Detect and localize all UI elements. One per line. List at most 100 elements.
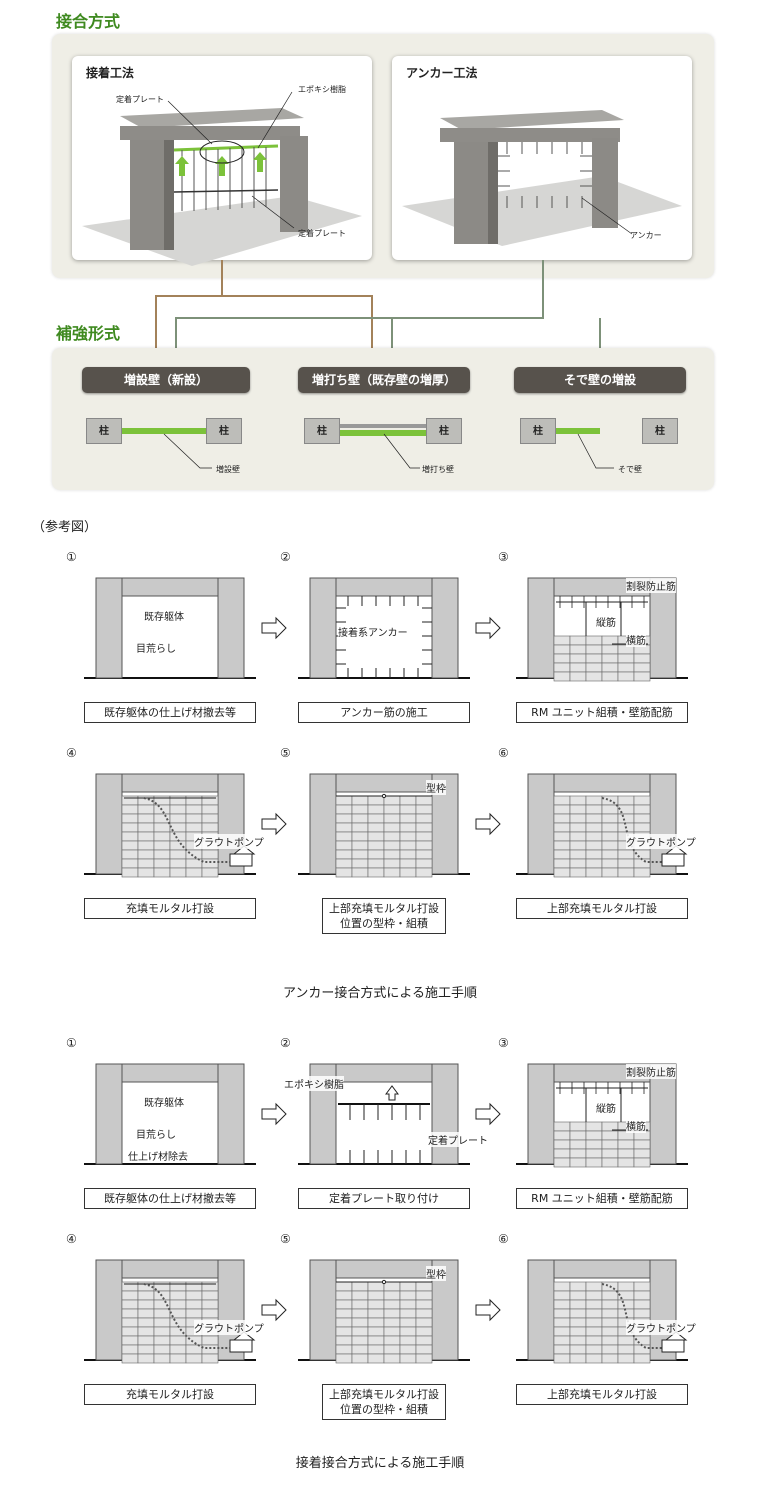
column-left-1: 柱 bbox=[86, 418, 122, 444]
adhesive_seq-step-2-diagram: エポキシ樹脂定着プレート bbox=[284, 1063, 488, 1168]
adhesive_seq-step-6-number: ⑥ bbox=[498, 1232, 509, 1246]
anchor_seq-step-3-drawing bbox=[516, 577, 688, 682]
anchor_seq-step-2-diagram: 接着系アンカー bbox=[298, 577, 470, 682]
anchor_seq-step-3-number: ③ bbox=[498, 550, 509, 564]
adhesive_seq-step-4-diagram: グラウトポンプ bbox=[84, 1259, 264, 1364]
adhesive_seq-step-3-label-2: 縦筋 bbox=[596, 1100, 616, 1115]
wing-wall-bar bbox=[556, 428, 600, 434]
adhesive_seq-step-5-diagram: 型枠 bbox=[298, 1259, 470, 1364]
adhesive_seq-step-2-label-2: 定着プレート bbox=[428, 1132, 488, 1147]
adhesive_seq-step-4-number: ④ bbox=[66, 1232, 77, 1246]
thicken-wall-note: 増打ち壁 bbox=[422, 465, 454, 474]
anchor_seq-step-5-label-1: 型枠 bbox=[426, 780, 446, 795]
reference-label: （参考図） bbox=[32, 520, 98, 535]
anchor_seq-step-3-diagram: 割裂防止筋縦筋横筋 bbox=[516, 577, 688, 682]
anchor_seq-step-3-label-2: 縦筋 bbox=[596, 614, 616, 629]
adhesive_seq-step-4-label-1: グラウトポンプ bbox=[194, 1320, 264, 1335]
anchor_seq-step-4-label-1: グラウトポンプ bbox=[194, 834, 264, 849]
anchor_seq-step-4-number: ④ bbox=[66, 746, 77, 760]
adhesive_seq-step-5-drawing bbox=[298, 1259, 470, 1364]
adhesive_seq-step-3-number: ③ bbox=[498, 1036, 509, 1050]
adhesive_seq-step-1-drawing bbox=[84, 1063, 256, 1165]
anchor_seq-step-3-caption: RM ユニット組積・壁筋配筋 bbox=[516, 702, 688, 723]
anchor_seq-step-5-caption: 上部充填モルタル打設位置の型枠・組積 bbox=[322, 898, 446, 934]
adhesive_seq-step-1-label-3: 仕上げ材除去 bbox=[128, 1148, 188, 1163]
anchor-method-title: アンカー工法 bbox=[406, 66, 478, 80]
adhesive_seq-step-4-caption: 充填モルタル打設 bbox=[84, 1384, 256, 1405]
adhesive_seq-arrow-4 bbox=[261, 1298, 287, 1322]
adhesive_seq-step-3-drawing bbox=[516, 1063, 688, 1168]
anchor-method-card: アンカー工法 アンカー bbox=[392, 56, 692, 260]
adhesive_seq-step-3-caption: RM ユニット組積・壁筋配筋 bbox=[516, 1188, 688, 1209]
adhesive_seq-step-1-label-2: 目荒らし bbox=[136, 1126, 176, 1141]
anchor_seq-step-1-label-1: 既存躯体 bbox=[144, 608, 184, 623]
adhesive_seq-step-1-caption: 既存躯体の仕上げ材撤去等 bbox=[84, 1188, 256, 1209]
anchor_seq-step-2-label-1: 接着系アンカー bbox=[338, 624, 408, 639]
anchor_seq-arrow-2 bbox=[475, 616, 501, 640]
adhesive_seq-step-4-drawing bbox=[84, 1259, 256, 1364]
adhesive_seq-step-1-number: ① bbox=[66, 1036, 77, 1050]
fixing-plate-label-2: 定着プレート bbox=[298, 229, 346, 238]
anchor_seq-step-1-diagram: 既存躯体目荒らし bbox=[84, 577, 256, 682]
adhesive-sequence-caption: 接着接合方式による施工手順 bbox=[295, 1456, 465, 1471]
column-right-2: 柱 bbox=[426, 418, 462, 444]
adhesive_seq-step-6-drawing bbox=[516, 1259, 688, 1364]
anchor_seq-arrow-1 bbox=[261, 616, 287, 640]
fixing-plate-label: 定着プレート bbox=[116, 95, 164, 104]
anchor_seq-step-5-diagram: 型枠 bbox=[298, 773, 470, 878]
adhesive_seq-step-2-number: ② bbox=[280, 1036, 291, 1050]
anchor_seq-step-6-diagram: グラウトポンプ bbox=[516, 773, 696, 878]
adhesive_seq-step-6-caption: 上部充填モルタル打設 bbox=[516, 1384, 688, 1405]
anchor_seq-step-5-drawing bbox=[298, 773, 470, 878]
anchor_seq-step-5-number: ⑤ bbox=[280, 746, 291, 760]
anchor_seq-step-2-drawing bbox=[298, 577, 470, 679]
new-wall-note: 増設壁 bbox=[216, 465, 240, 474]
anchor_seq-step-6-caption: 上部充填モルタル打設 bbox=[516, 898, 688, 919]
thicken-wall-gray bbox=[340, 424, 426, 428]
anchor_seq-step-4-drawing bbox=[84, 773, 256, 878]
anchor_seq-step-3-label-1: 割裂防止筋 bbox=[626, 578, 676, 593]
anchor-label: アンカー bbox=[630, 231, 662, 240]
anchor_seq-step-1-number: ① bbox=[66, 550, 77, 564]
anchor-frame-illustration bbox=[402, 110, 682, 246]
epoxy-label: エポキシ樹脂 bbox=[298, 85, 346, 94]
adhesive_seq-arrow-1 bbox=[261, 1102, 287, 1126]
column-right-1: 柱 bbox=[206, 418, 242, 444]
form-new-wall: 増設壁（新設） bbox=[82, 367, 250, 393]
adhesive_seq-step-2-caption: 定着プレート取り付け bbox=[298, 1188, 470, 1209]
adhesive-frame-illustration bbox=[82, 91, 362, 266]
anchor_seq-step-4-diagram: グラウトポンプ bbox=[84, 773, 264, 878]
adhesive_seq-step-1-label-1: 既存躯体 bbox=[144, 1094, 184, 1109]
reinforce-title: 補強形式 bbox=[56, 324, 121, 343]
adhesive-method-title: 接着工法 bbox=[86, 66, 135, 80]
adhesive_seq-step-5-label-1: 型枠 bbox=[426, 1266, 446, 1281]
anchor_seq-step-6-number: ⑥ bbox=[498, 746, 509, 760]
adhesive_seq-step-3-diagram: 割裂防止筋縦筋横筋 bbox=[516, 1063, 688, 1168]
anchor_seq-step-2-number: ② bbox=[280, 550, 291, 564]
adhesive_seq-step-1-diagram: 既存躯体目荒らし仕上げ材除去 bbox=[84, 1063, 256, 1168]
adhesive_seq-step-5-caption: 上部充填モルタル打設位置の型枠・組積 bbox=[322, 1384, 446, 1420]
adhesive_seq-step-3-label-3: 横筋 bbox=[626, 1118, 646, 1133]
anchor-sequence-caption: アンカー接合方式による施工手順 bbox=[282, 986, 478, 1001]
anchor_seq-step-6-label-1: グラウトポンプ bbox=[626, 834, 696, 849]
column-left-2: 柱 bbox=[304, 418, 340, 444]
anchor_seq-step-4-caption: 充填モルタル打設 bbox=[84, 898, 256, 919]
adhesive_seq-step-6-label-1: グラウトポンプ bbox=[626, 1320, 696, 1335]
adhesive_seq-step-3-label-1: 割裂防止筋 bbox=[626, 1064, 676, 1079]
wing-wall-note: そで壁 bbox=[618, 465, 642, 474]
connector-lines bbox=[155, 260, 601, 368]
column-left-3: 柱 bbox=[520, 418, 556, 444]
adhesive_seq-step-5-number: ⑤ bbox=[280, 1232, 291, 1246]
adhesive-method-card: 接着工法 定着プレート エポキシ樹脂 定着プレート bbox=[72, 56, 372, 266]
column-right-3: 柱 bbox=[642, 418, 678, 444]
anchor_seq-step-1-label-2: 目荒らし bbox=[136, 640, 176, 655]
joining-title: 接合方式 bbox=[56, 12, 121, 31]
form-wing-wall: そで壁の増設 bbox=[514, 367, 686, 393]
anchor_seq-step-2-caption: アンカー筋の施工 bbox=[298, 702, 470, 723]
anchor_seq-step-3-label-3: 横筋 bbox=[626, 632, 646, 647]
form-leaders bbox=[163, 433, 614, 469]
anchor_seq-step-6-drawing bbox=[516, 773, 688, 878]
adhesive_seq-arrow-2 bbox=[475, 1102, 501, 1126]
anchor_seq-arrow-5 bbox=[475, 812, 501, 836]
adhesive_seq-arrow-5 bbox=[475, 1298, 501, 1322]
